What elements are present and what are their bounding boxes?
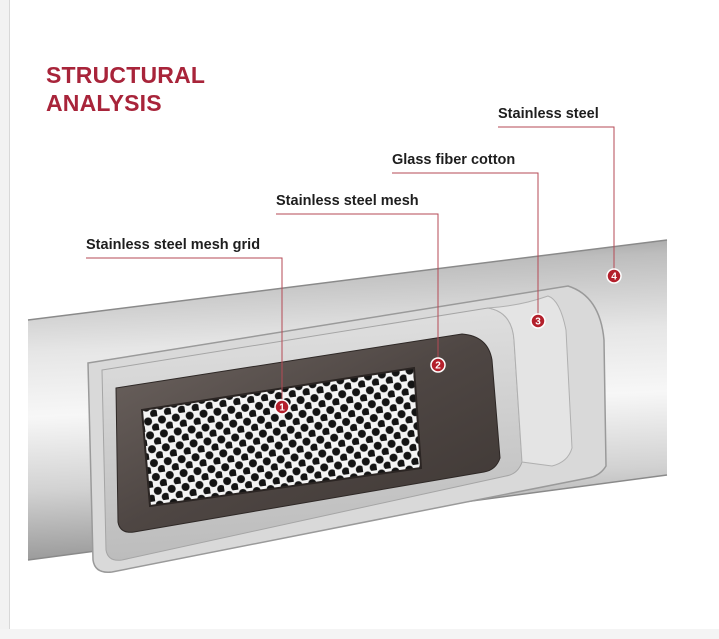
cotton-end-face [487, 295, 573, 467]
title-line-1: STRUCTURAL [46, 62, 206, 88]
pipe-top-edge [27, 239, 668, 321]
bottom-edge [0, 629, 719, 639]
diagram-title: STRUCTURAL ANALYSIS [46, 61, 205, 117]
title-line-2: ANALYSIS [46, 90, 162, 116]
label-stainless-steel: Stainless steel [498, 106, 599, 122]
badge-3: 3 [530, 313, 546, 329]
svg-text:2: 2 [435, 361, 441, 372]
left-edge [0, 0, 10, 639]
leader-line-2 [276, 213, 439, 362]
label-stainless-steel-mesh: Stainless steel mesh [276, 193, 419, 209]
leader-line-4 [498, 126, 615, 274]
svg-text:4: 4 [611, 272, 617, 283]
mesh-grid-rim [140, 366, 423, 508]
label-glass-fiber-cotton: Glass fiber cotton [392, 152, 516, 168]
badge-4: 4 [606, 268, 622, 284]
badge-2: 2 [430, 357, 446, 373]
svg-text:3: 3 [535, 317, 541, 328]
badge-1: 1 [274, 399, 290, 415]
stainless-steel-mesh-grid [142, 368, 421, 506]
label-stainless-steel-mesh-grid: Stainless steel mesh grid [86, 237, 261, 253]
leader-line-3 [392, 172, 539, 318]
leader-line-1 [86, 257, 283, 404]
svg-text:1: 1 [279, 403, 285, 414]
